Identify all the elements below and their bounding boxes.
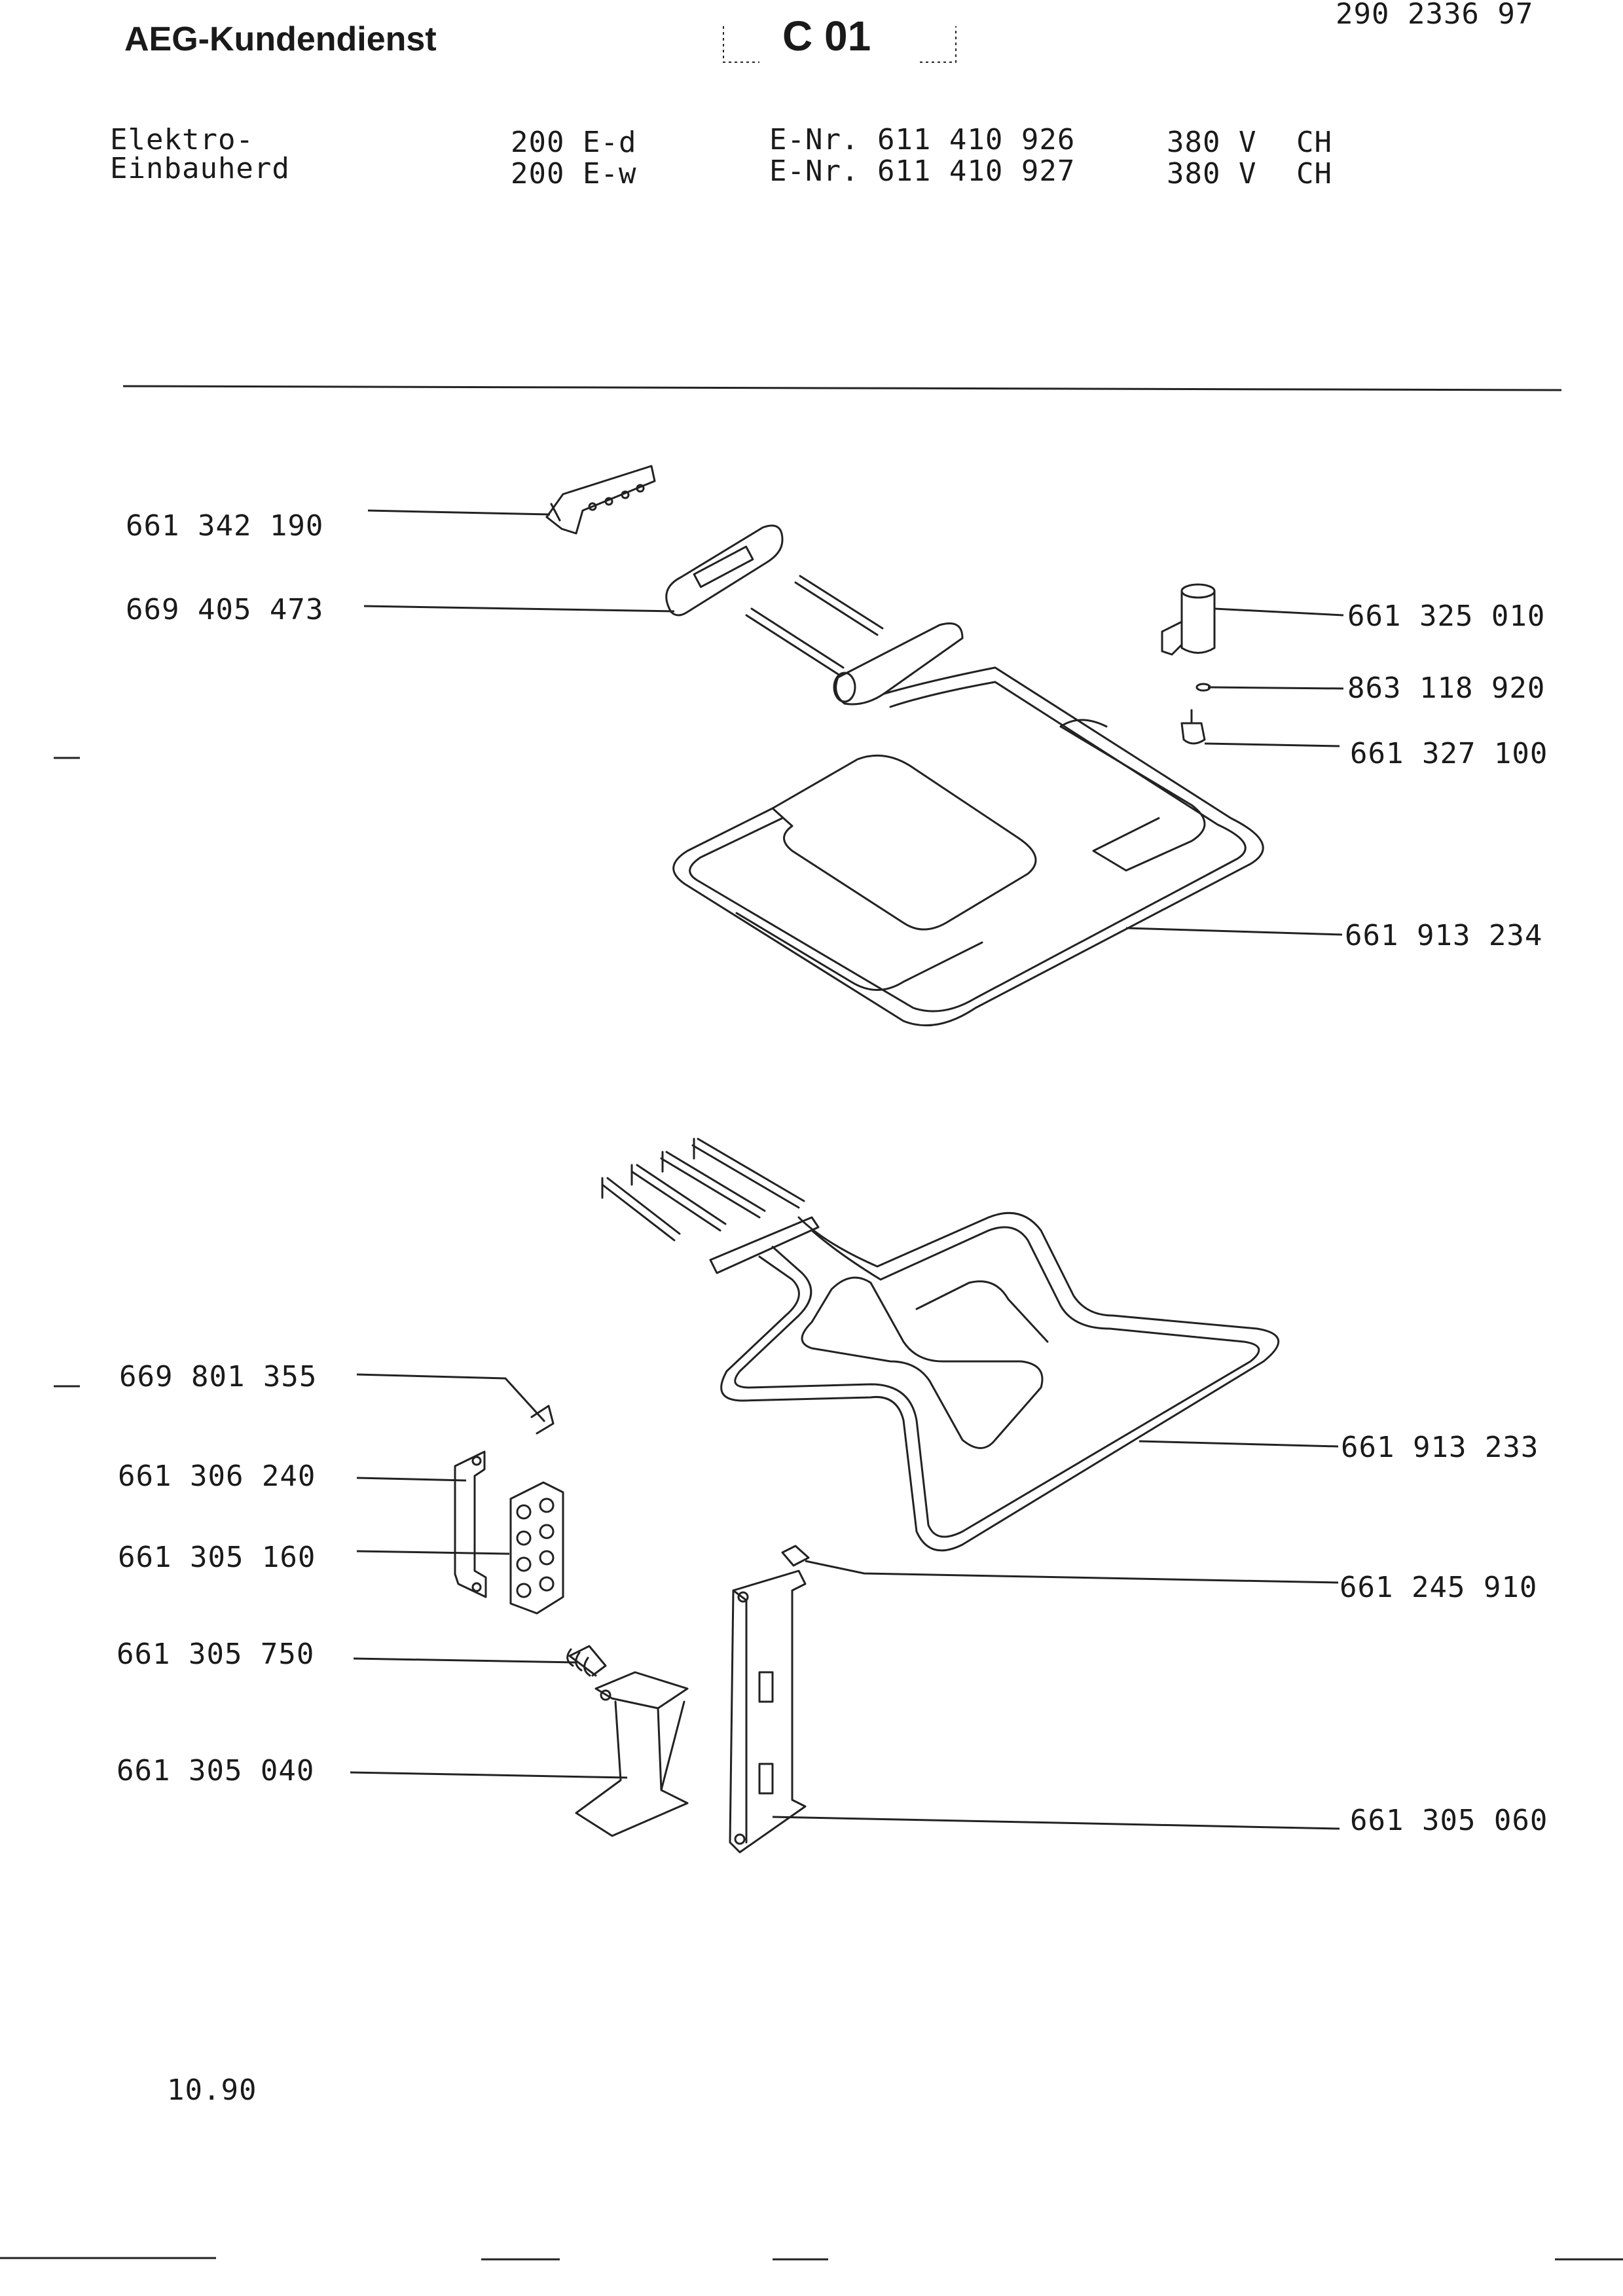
product-category-line1: Elektro- [110, 123, 254, 156]
document-number: 290 2336 97 [1336, 0, 1534, 31]
variant-country: CH [1296, 126, 1332, 159]
part-number-label: 661 305 750 [117, 1638, 315, 1671]
part-support-bracket [575, 1671, 689, 1837]
variant-voltage: 380 V [1167, 157, 1257, 190]
brand-title: AEG-Kundendienst [124, 20, 437, 58]
print-date: 10.90 [167, 2073, 257, 2107]
part-spring [566, 1645, 607, 1677]
variant-enr: E-Nr. 611 410 926 [769, 123, 1076, 156]
crop-marks [0, 2257, 1623, 2261]
part-mounting-rail [729, 1570, 807, 1854]
part-number-label: 661 342 190 [126, 509, 324, 543]
part-number-label: 661 913 233 [1341, 1431, 1539, 1464]
part-o-ring [1195, 683, 1211, 692]
part-number-label: 661 305 060 [1350, 1804, 1548, 1837]
part-lower-heating-element [601, 1138, 1280, 1552]
part-number-label: 661 913 234 [1345, 919, 1543, 952]
part-number-label: 661 245 910 [1340, 1571, 1538, 1604]
section-code: C 01 [782, 12, 871, 60]
variant-enr: E-Nr. 611 410 927 [769, 154, 1076, 188]
header-rule [122, 385, 1562, 391]
variant-voltage: 380 V [1167, 126, 1257, 159]
part-u-bracket [454, 1450, 487, 1598]
part-number-label: 863 118 920 [1347, 672, 1546, 705]
part-number-label: 661 305 040 [117, 1754, 315, 1787]
section-frame-marks [723, 26, 957, 63]
leader-lines [350, 509, 1344, 1830]
part-terminal-plate [665, 524, 784, 617]
variant-model: 200 E-d [511, 126, 637, 159]
part-number-label: 661 327 100 [1350, 737, 1548, 770]
product-category-line2: Einbauherd [110, 152, 290, 185]
part-socket [1161, 583, 1216, 656]
part-screw [1180, 709, 1206, 745]
part-upper-heating-element [672, 575, 1264, 1027]
part-number-label: 669 801 355 [119, 1360, 318, 1393]
part-number-label: 669 405 473 [126, 593, 324, 626]
variant-model: 200 E-w [511, 157, 637, 190]
part-terminal-block [509, 1481, 564, 1615]
variant-country: CH [1296, 157, 1332, 190]
part-number-label: 661 306 240 [118, 1460, 316, 1493]
part-small-plate [781, 1545, 810, 1567]
part-bracket-holes [545, 465, 656, 535]
part-number-label: 661 325 010 [1347, 600, 1546, 633]
part-small-clip [530, 1405, 555, 1435]
part-number-label: 661 305 160 [118, 1541, 316, 1574]
